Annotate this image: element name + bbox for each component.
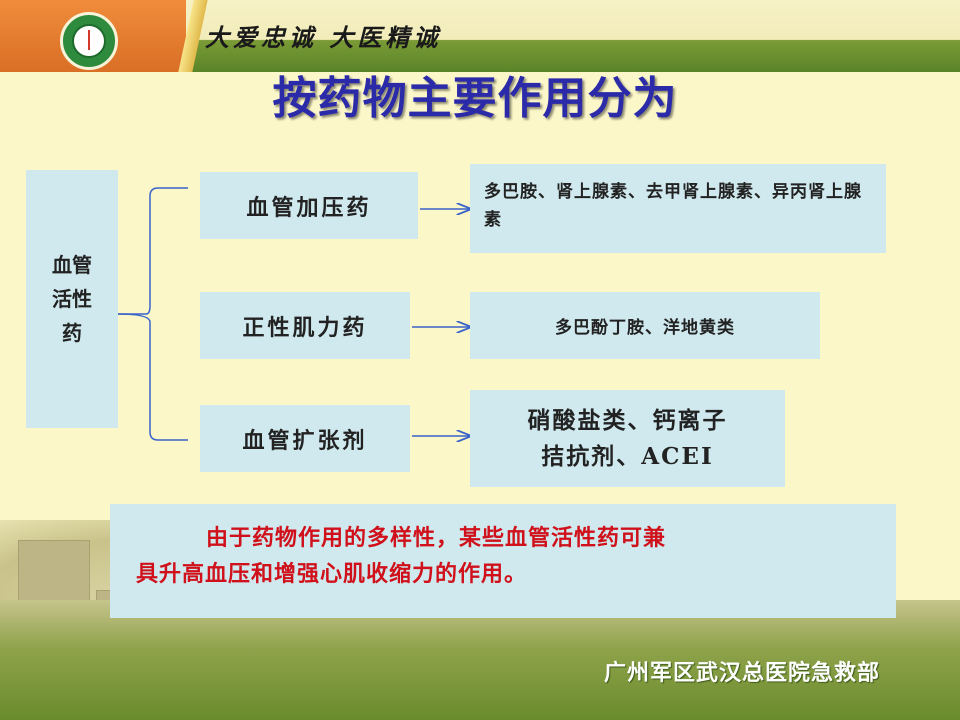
footer-band bbox=[0, 600, 960, 720]
category-box: 血管 活性 药 bbox=[26, 170, 118, 428]
header-stripe bbox=[186, 0, 960, 72]
note-line: 由于药物作用的多样性，某些血管活性药可兼 bbox=[206, 525, 667, 551]
category-label-line: 活性 bbox=[52, 287, 92, 311]
slide-title: 按药物主要作用分为 bbox=[272, 73, 678, 124]
bracket-middle-tick bbox=[117, 313, 151, 323]
examples-line: 硝酸盐类、钙离子 bbox=[527, 406, 728, 434]
category-label: 血管 活性 药 bbox=[42, 248, 102, 350]
footer-department: 广州军区武汉总医院急救部 bbox=[604, 661, 881, 686]
drug-class-inotrope: 正性肌力药 bbox=[200, 292, 410, 359]
examples-line: 拮抗剂、ACEI bbox=[541, 442, 714, 470]
drug-class-vasodilator: 血管扩张剂 bbox=[200, 405, 410, 472]
drug-class-vasopressor: 血管加压药 bbox=[200, 172, 418, 239]
note-box: 由于药物作用的多样性，某些血管活性药可兼 具升高血压和增强心肌收缩力的作用。 bbox=[110, 504, 896, 618]
note-text: 由于药物作用的多样性，某些血管活性药可兼 具升高血压和增强心肌收缩力的作用。 bbox=[136, 520, 876, 592]
logo-cross-mark bbox=[88, 30, 90, 50]
logo-emblem bbox=[72, 24, 106, 58]
examples-vasodilator: 硝酸盐类、钙离子 拮抗剂、ACEI bbox=[470, 390, 785, 487]
examples-vasopressor: 多巴胺、肾上腺素、去甲肾上腺素、异丙肾上腺素 bbox=[470, 164, 886, 253]
note-line: 具升高血压和增强心肌收缩力的作用。 bbox=[136, 561, 528, 587]
category-label-line: 血管 bbox=[52, 253, 92, 277]
category-label-line: 药 bbox=[62, 321, 82, 345]
examples-inotrope: 多巴酚丁胺、洋地黄类 bbox=[470, 292, 820, 359]
header-motto: 大爱忠诚 大医精诚 bbox=[205, 23, 442, 52]
hospital-logo-icon bbox=[60, 12, 118, 70]
